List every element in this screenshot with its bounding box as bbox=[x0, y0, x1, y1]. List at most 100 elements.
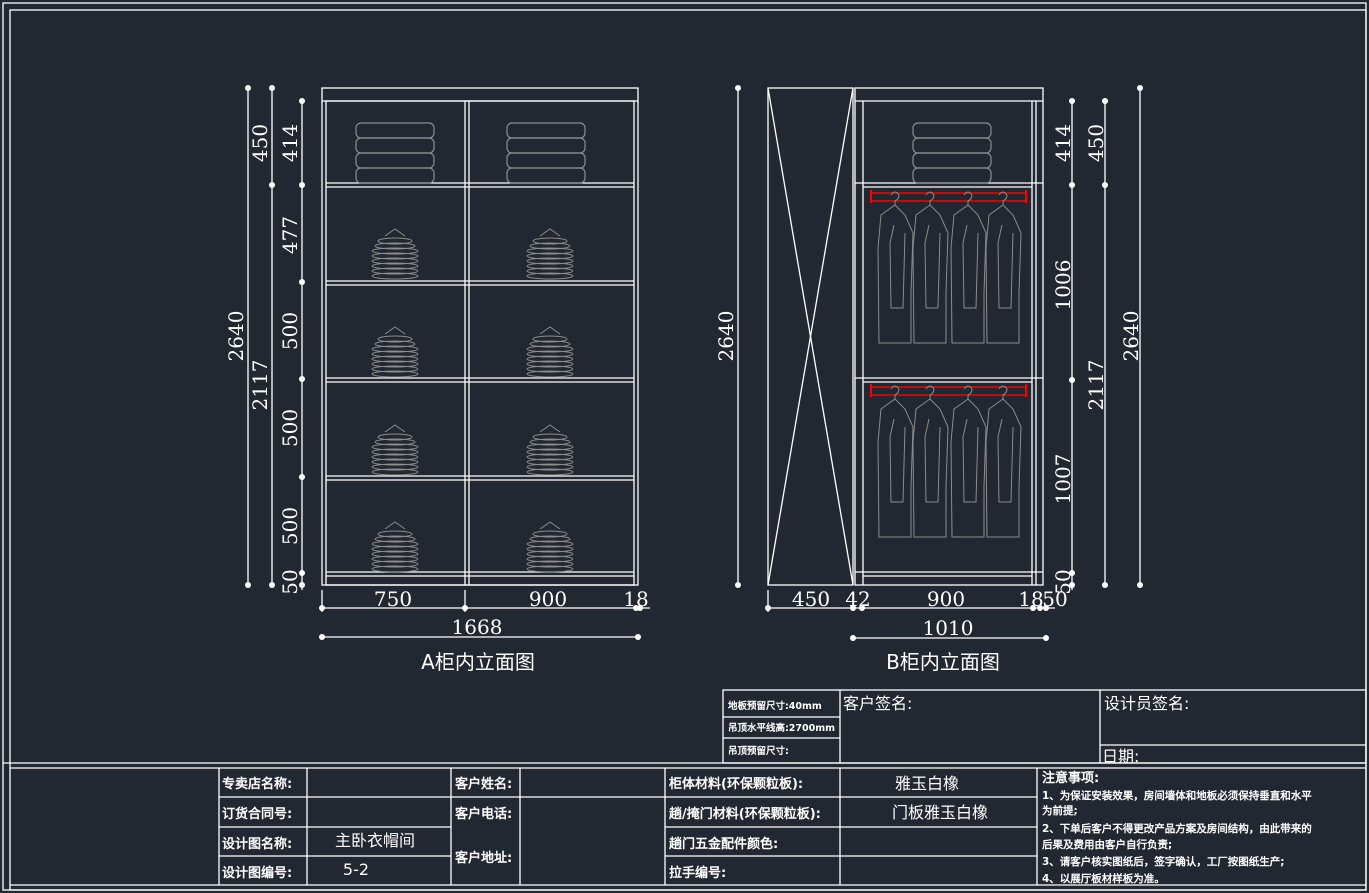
ceiling-reserve-label: 吊顶预留尺寸: bbox=[728, 745, 789, 757]
hat-ring bbox=[371, 272, 419, 280]
hat-ring bbox=[371, 443, 419, 451]
hat-top bbox=[539, 424, 561, 433]
shirt-sleeve bbox=[997, 418, 1014, 503]
dim-b-total-height-right: 2640 bbox=[1119, 311, 1143, 362]
hat-ring bbox=[532, 530, 568, 538]
cabinet-a-elevation bbox=[321, 87, 639, 586]
hat-top bbox=[539, 521, 561, 530]
hat-ring bbox=[371, 355, 419, 363]
shirt-sleeve bbox=[889, 224, 906, 309]
cabinet-b-outline bbox=[854, 87, 1044, 586]
hat-ring bbox=[526, 262, 574, 270]
towel-fold bbox=[355, 152, 435, 169]
dim-a-total-width: 1668 bbox=[452, 615, 503, 639]
hat-ring bbox=[529, 438, 571, 446]
dim-a-inner: 500 bbox=[278, 409, 302, 447]
shirt-sleeve bbox=[889, 418, 906, 503]
dim-a-width: 900 bbox=[529, 587, 567, 611]
dim-a-inner: 500 bbox=[278, 507, 302, 545]
cabinet-b-title: B柜内立面图 bbox=[886, 650, 1000, 674]
shirt-body bbox=[877, 398, 914, 538]
hat-ring bbox=[371, 257, 419, 265]
date-label: 日期: bbox=[1102, 747, 1139, 766]
hat-ring bbox=[374, 242, 416, 250]
cabinet-a-outline bbox=[321, 87, 639, 586]
dimension-tick bbox=[299, 474, 305, 480]
towel-fold bbox=[506, 137, 586, 154]
hanging-shirt-icon bbox=[877, 385, 914, 538]
hat-ring bbox=[526, 540, 574, 548]
cabinet-a-inner bbox=[325, 100, 635, 586]
stacked-hats-icon bbox=[371, 424, 419, 476]
hanger-hook bbox=[890, 385, 900, 399]
shirt-sleeve bbox=[997, 224, 1014, 309]
door-diagonal bbox=[767, 87, 854, 586]
note-line: 2、下单后客户不得更改产品方案及房间结构，由此带来的 bbox=[1042, 822, 1312, 835]
hanger-hook bbox=[890, 191, 900, 205]
dimension-tick bbox=[299, 98, 305, 104]
dimension-tick bbox=[269, 582, 275, 588]
info-block: 地板预留尺寸:40mm 吊顶水平线高:2700mm 吊顶预留尺寸: 客户签名: … bbox=[722, 689, 1367, 766]
dimension-tick bbox=[1069, 377, 1075, 383]
drawing-name-label: 设计图名称: bbox=[222, 836, 292, 852]
hat-top bbox=[384, 326, 406, 335]
dimension-tick bbox=[859, 605, 865, 611]
towel-fold bbox=[506, 152, 586, 169]
dimension-tick bbox=[299, 582, 305, 588]
hanging-shirt-icon bbox=[985, 385, 1022, 538]
notes-title: 注意事项: bbox=[1042, 770, 1099, 786]
towel-fold bbox=[355, 122, 435, 139]
dimension-tick bbox=[765, 605, 771, 611]
dimension-tick bbox=[299, 570, 305, 576]
hat-ring bbox=[377, 237, 413, 245]
hat-ring bbox=[371, 345, 419, 353]
door-material-label: 趟/掩门材料(环保颗粒板): bbox=[669, 806, 821, 822]
shirt-body bbox=[985, 204, 1022, 344]
hat-ring bbox=[529, 340, 571, 348]
shirt-body bbox=[950, 204, 987, 344]
hat-ring bbox=[526, 463, 574, 471]
title-block: 专卖店名称: 订货合同号: 设计图名称: 设计图编号: 主卧衣帽间 5-2 客户… bbox=[3, 762, 1366, 886]
handle-no-label: 拉手编号: bbox=[669, 865, 726, 881]
dimension-tick bbox=[299, 376, 305, 382]
hat-ring bbox=[529, 242, 571, 250]
hanger-hook bbox=[925, 191, 935, 205]
hat-top bbox=[384, 424, 406, 433]
dimension-tick bbox=[319, 605, 325, 611]
hat-ring bbox=[371, 468, 419, 476]
dim-b-width: 900 bbox=[927, 587, 965, 611]
hat-ring bbox=[526, 560, 574, 568]
hat-ring bbox=[371, 360, 419, 368]
hat-ring bbox=[526, 448, 574, 456]
cabinet-a-title: A柜内立面图 bbox=[421, 650, 535, 674]
hanger-hook bbox=[963, 385, 973, 399]
towel-fold bbox=[355, 167, 435, 184]
hat-ring bbox=[526, 247, 574, 255]
drawing-no-label: 设计图编号: bbox=[222, 865, 292, 881]
shirt-sleeve bbox=[924, 418, 941, 503]
hat-ring bbox=[371, 252, 419, 260]
dim-b-top: 450 bbox=[1084, 124, 1108, 162]
ceiling-level-label: 吊顶水平线高:2700mm bbox=[728, 722, 835, 734]
dimension-tick bbox=[462, 605, 468, 611]
hanging-shirt-icon bbox=[912, 385, 949, 538]
note-line: 1、为保证安装效果，房间墙体和地板必须保持垂直和水平 bbox=[1042, 789, 1312, 802]
hat-ring bbox=[377, 433, 413, 441]
hat-ring bbox=[371, 565, 419, 573]
stacked-hats-icon bbox=[371, 521, 419, 573]
stacked-hats-icon bbox=[526, 424, 574, 476]
hat-ring bbox=[526, 458, 574, 466]
dimension-tick bbox=[319, 634, 325, 640]
towel-fold bbox=[912, 152, 992, 169]
dimension-tick bbox=[850, 605, 856, 611]
drawing-no-value: 5-2 bbox=[343, 860, 369, 879]
dim-a-total-height: 2640 bbox=[224, 311, 248, 362]
drawing-name-value: 主卧衣帽间 bbox=[335, 831, 415, 850]
hat-ring bbox=[374, 438, 416, 446]
hanging-shirt-icon bbox=[912, 191, 949, 344]
dim-a-lower: 2117 bbox=[248, 360, 272, 411]
hat-ring bbox=[371, 458, 419, 466]
designer-signature-label: 设计员签名: bbox=[1104, 694, 1189, 713]
door-material-value: 门板雅玉白橡 bbox=[892, 803, 988, 822]
dimension-tick bbox=[1102, 182, 1108, 188]
